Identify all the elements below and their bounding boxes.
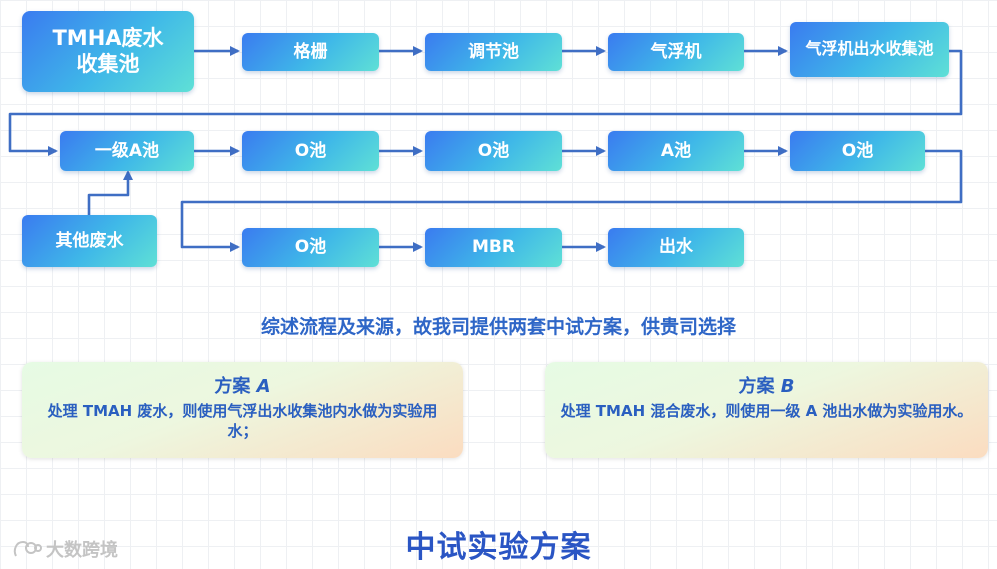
watermark-text: 大数跨境: [46, 540, 118, 561]
node-o-tank-4: O池: [242, 228, 379, 267]
node-label: O池: [841, 140, 874, 161]
node-label: O池: [294, 140, 327, 161]
node-regulating-tank: 调节池: [425, 33, 562, 71]
node-label: O池: [477, 140, 510, 161]
plan-b-label: 方案: [738, 376, 775, 397]
node-label: 出水: [659, 237, 693, 258]
node-grille: 格栅: [242, 33, 379, 71]
node-label: TMHA废水收集池: [52, 26, 164, 76]
node-o-tank-3: O池: [790, 131, 925, 171]
node-label: A池: [660, 140, 692, 161]
arrow-o3-to-o4: [180, 149, 963, 252]
node-mbr: MBR: [425, 228, 562, 267]
plan-a-label: 方案: [214, 376, 251, 397]
node-tmha-collection-tank: TMHA废水收集池: [22, 11, 194, 92]
plan-a-card: 方案 A 处理 TMAH 废水，则使用气浮出水收集池内水做为实验用水；: [22, 362, 463, 458]
node-o-tank-1: O池: [242, 131, 379, 171]
node-a-tank: A池: [608, 131, 744, 171]
node-label: MBR: [472, 237, 515, 258]
plan-b-letter: B: [780, 376, 795, 397]
node-label: 其他废水: [55, 230, 124, 251]
node-effluent: 出水: [608, 228, 744, 267]
watermark-logo-icon: [13, 540, 42, 557]
page-title: 中试实验方案: [405, 530, 592, 565]
summary-text: 综述流程及来源，故我司提供两套中试方案，供贵司选择: [260, 316, 736, 338]
plan-a-body: 处理 TMAH 废水，则使用气浮出水收集池内水做为实验用水；: [47, 402, 438, 441]
node-label: 气浮机: [650, 41, 702, 62]
node-label: 气浮机出水收集池: [805, 39, 934, 59]
watermark: 大数跨境: [12, 536, 118, 562]
node-label: 格栅: [293, 41, 328, 62]
plan-a-letter: A: [256, 376, 271, 397]
node-other-wastewater: 其他废水: [22, 215, 157, 267]
node-label: 一级A池: [94, 140, 160, 161]
node-label: 调节池: [468, 41, 519, 62]
arrow-other-to-primary-a: [87, 170, 133, 215]
plan-b-card: 方案 B 处理 TMAH 混合废水，则使用一级 A 池出水做为实验用水。: [545, 362, 988, 458]
plan-a-title: 方案 A: [36, 372, 449, 398]
node-o-tank-2: O池: [425, 131, 562, 171]
plan-b-title: 方案 B: [559, 372, 974, 398]
plan-b-body: 处理 TMAH 混合废水，则使用一级 A 池出水做为实验用水。: [560, 402, 973, 420]
node-primary-a-tank: 一级A池: [60, 131, 194, 171]
node-label: O池: [294, 237, 327, 258]
node-flotation-effluent-tank: 气浮机出水收集池: [790, 22, 949, 77]
node-air-flotation: 气浮机: [608, 33, 744, 71]
arrow-collection-to-primary-a: [8, 49, 963, 156]
